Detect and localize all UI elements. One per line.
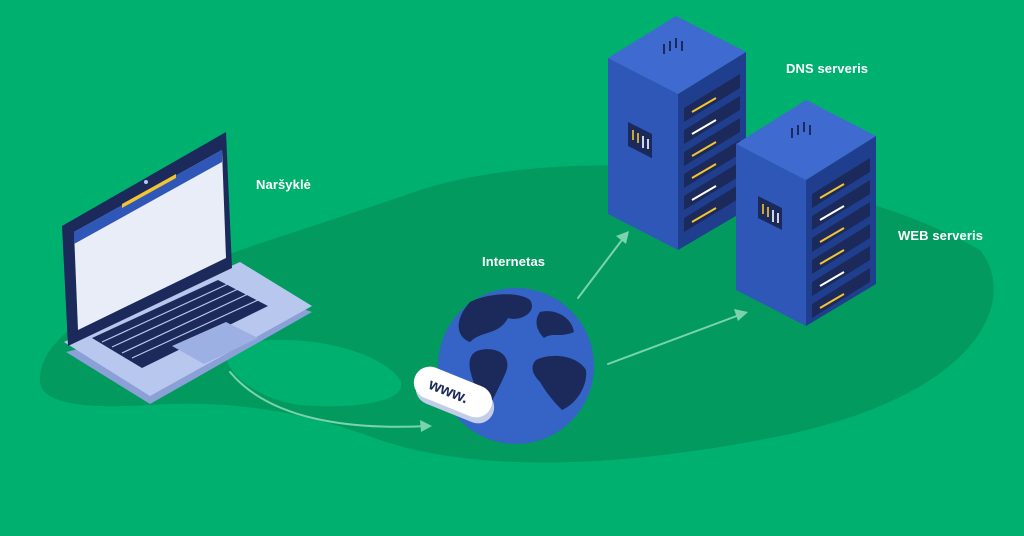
arrow-head-2 (616, 231, 629, 244)
dns-rack-top (608, 16, 746, 94)
dns-server-icon (608, 16, 746, 250)
arrow-head-1 (420, 420, 432, 432)
web-rack-slots (812, 158, 870, 318)
www-badge: www. (413, 366, 495, 424)
dns-rack-vents (663, 38, 683, 54)
laptop-trackpad (172, 322, 258, 364)
dns-rack-left (608, 58, 678, 250)
keyboard-key-lines (101, 283, 259, 359)
globe-icon: www. (413, 288, 594, 444)
web-rack-vents (791, 122, 811, 138)
arrow-head-3 (734, 309, 748, 321)
www-badge-body (413, 366, 493, 418)
browser-address-bar (122, 174, 176, 208)
connection-arrows (229, 231, 748, 432)
web-server-icon (736, 100, 876, 326)
rack-chart-badges (628, 122, 782, 230)
laptop-icon (62, 132, 312, 404)
arrow-internet-to-web (607, 313, 743, 365)
browser-label: Naršyklė (256, 177, 312, 192)
dns-rack-slots (684, 74, 740, 232)
web-rack-left (736, 144, 806, 326)
arrow-internet-to-dns (577, 235, 626, 299)
laptop-camera (144, 180, 148, 184)
dns-server-label: DNS serveris (786, 61, 869, 76)
browser-top-bar (74, 150, 222, 244)
internet-label: Internetas (482, 254, 546, 269)
web-server-label: WEB serveris (898, 228, 984, 243)
laptop-screen (74, 150, 226, 330)
dns-chart-badge (628, 122, 652, 156)
floor-shadow-center (226, 339, 402, 407)
web-chart-badge (758, 196, 782, 230)
arrow-browser-to-internet (229, 371, 429, 428)
web-rack-top (736, 100, 876, 180)
